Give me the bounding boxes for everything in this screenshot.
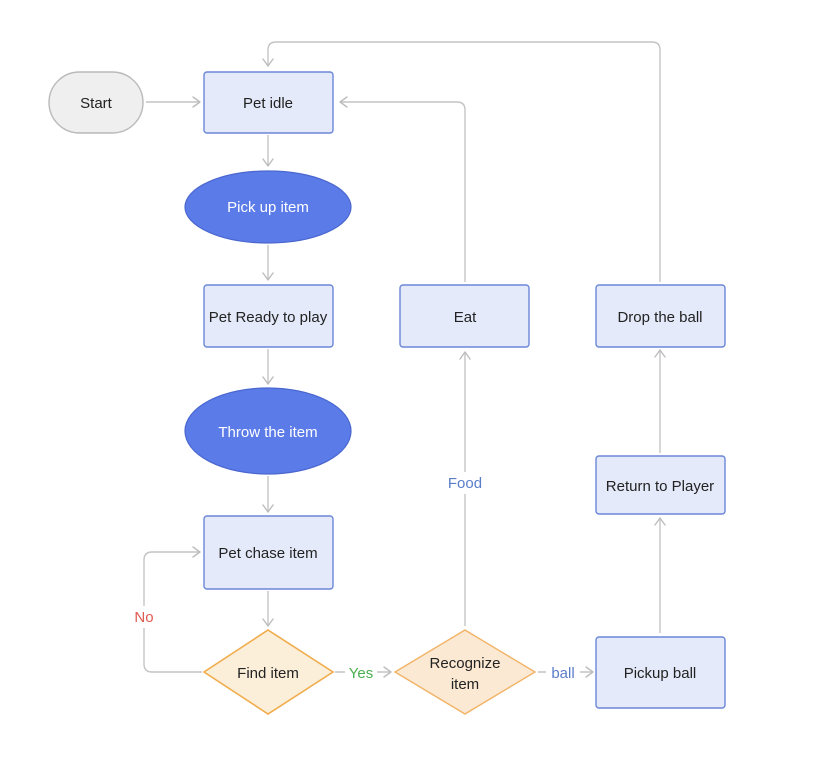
- arrowhead: [262, 58, 274, 67]
- node-pet-idle-label: Pet idle: [243, 95, 293, 112]
- arrowhead: [585, 666, 594, 678]
- node-start-label: Start: [80, 95, 113, 112]
- arrowhead: [654, 517, 666, 526]
- node-drop-the-ball[interactable]: Drop the ball: [595, 284, 726, 348]
- arrowhead: [262, 376, 274, 385]
- node-pickup-ball[interactable]: Pickup ball: [595, 636, 726, 709]
- arrowhead: [262, 272, 274, 281]
- node-pet-ready[interactable]: Pet Ready to play: [203, 284, 334, 348]
- node-drop-the-ball-label: Drop the ball: [617, 309, 702, 326]
- node-recognize-item[interactable]: Recognize item: [393, 629, 537, 715]
- arrowhead: [339, 96, 348, 108]
- node-eat[interactable]: Eat: [399, 284, 530, 348]
- edge-label-yes: Yes: [349, 665, 373, 682]
- node-pet-idle[interactable]: Pet idle: [203, 71, 334, 134]
- arrowhead: [459, 351, 471, 360]
- arrowhead: [262, 618, 274, 627]
- node-start[interactable]: Start: [48, 71, 144, 134]
- node-throw-item[interactable]: Throw the item: [184, 387, 352, 475]
- edge-labels: No Yes Food ball: [130, 472, 580, 684]
- node-eat-label: Eat: [454, 309, 477, 326]
- node-pet-ready-label: Pet Ready to play: [209, 309, 328, 326]
- node-pet-chase[interactable]: Pet chase item: [203, 515, 334, 590]
- node-recognize-item-label-2: item: [451, 676, 479, 693]
- node-recognize-item-label-1: Recognize: [430, 655, 501, 672]
- nodes: Start Pet idle Pick up item Pet Ready to…: [48, 71, 726, 715]
- arrowhead: [262, 158, 274, 167]
- node-pick-up-item[interactable]: Pick up item: [184, 170, 352, 244]
- node-pick-up-item-label: Pick up item: [227, 199, 309, 216]
- node-pickup-ball-label: Pickup ball: [624, 665, 697, 682]
- node-find-item[interactable]: Find item: [202, 629, 335, 715]
- arrowhead: [192, 546, 201, 558]
- node-throw-item-label: Throw the item: [218, 424, 317, 441]
- node-find-item-label: Find item: [237, 665, 299, 682]
- node-return-to-player-label: Return to Player: [606, 478, 714, 495]
- arrowhead: [383, 666, 392, 678]
- edge-label-ball: ball: [551, 665, 574, 682]
- arrowhead: [192, 96, 201, 108]
- edge-label-no: No: [134, 609, 153, 626]
- arrowhead: [654, 349, 666, 358]
- edge-eat-to-pet-idle: [340, 101, 466, 282]
- arrowhead: [262, 504, 274, 513]
- edge-drop-to-pet-idle: [267, 41, 661, 282]
- edge-label-food: Food: [448, 475, 482, 492]
- node-return-to-player[interactable]: Return to Player: [595, 455, 726, 515]
- node-pet-chase-label: Pet chase item: [218, 545, 317, 562]
